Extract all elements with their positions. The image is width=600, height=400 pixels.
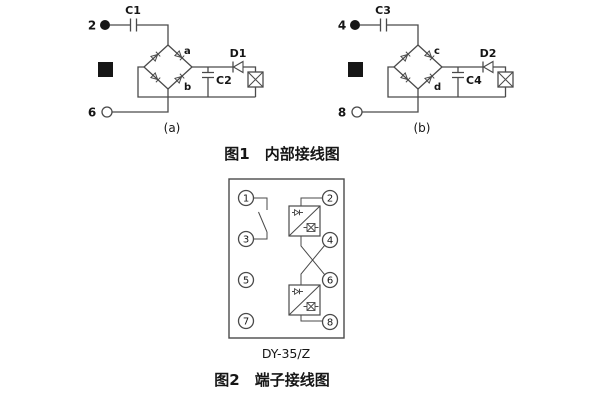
svg-text:6: 6	[327, 276, 333, 287]
terminal-circle-3: 3	[237, 230, 255, 248]
converter-block-top	[288, 205, 321, 237]
terminal-8-label: 8	[338, 106, 346, 120]
figure1-circuit-b: 4 C3 c d D2 C4 8 (b)	[338, 4, 513, 135]
converter-block-bottom	[288, 284, 321, 316]
terminal-6-label: 6	[88, 106, 96, 120]
wire-block2-to-8	[300, 315, 323, 322]
figure1-circuit-a: 2 C1 a b D1 C2 6 (a)	[88, 4, 263, 135]
contact-switch	[253, 197, 268, 240]
terminal-circle-5: 5	[237, 271, 255, 289]
bridge-label-b: b	[184, 82, 191, 93]
bridge-label-d: d	[434, 82, 441, 93]
capacitor-c1-label: C1	[125, 4, 141, 17]
svg-text:4: 4	[327, 236, 333, 247]
bridge-label-c: c	[434, 46, 440, 57]
svg-text:8: 8	[327, 318, 333, 329]
terminal-circle-1: 1	[237, 189, 255, 207]
svg-text:3: 3	[243, 235, 249, 246]
terminal-4-label: 4	[338, 19, 346, 33]
capacitor-c4-label: C4	[466, 74, 482, 87]
bridge-label-a: a	[184, 46, 191, 57]
wire-block1-to-2	[300, 197, 323, 206]
svg-text:1: 1	[243, 194, 249, 205]
wire-block1-to-6	[300, 236, 326, 276]
terminal-circle-2: 2	[321, 189, 339, 207]
circuit-b-sublabel: (b)	[414, 121, 431, 135]
diode-d1-label: D1	[230, 47, 247, 60]
svg-text:2: 2	[327, 194, 333, 205]
terminal-circle-4: 4	[321, 231, 339, 249]
terminal-circle-8: 8	[321, 313, 339, 331]
wire-4-to-block2	[300, 244, 326, 285]
svg-text:5: 5	[243, 276, 249, 287]
figure2-caption: 图2 端子接线图	[214, 371, 329, 389]
capacitor-c3-label: C3	[375, 4, 391, 17]
terminal-circle-6: 6	[321, 271, 339, 289]
diode-d2-label: D2	[480, 47, 497, 60]
circuit-a-sublabel: (a)	[164, 121, 181, 135]
capacitor-c2-label: C2	[216, 74, 232, 87]
terminal-2-label: 2	[88, 19, 96, 33]
terminal-circle-7: 7	[237, 312, 255, 330]
model-label: DY-35/Z	[262, 346, 310, 361]
figure1-caption: 图1 内部接线图	[224, 145, 339, 163]
svg-text:7: 7	[243, 317, 249, 328]
figure2-terminal-diagram: 1 3 5 7 2 4 6 8 DY-35/Z	[228, 178, 345, 361]
